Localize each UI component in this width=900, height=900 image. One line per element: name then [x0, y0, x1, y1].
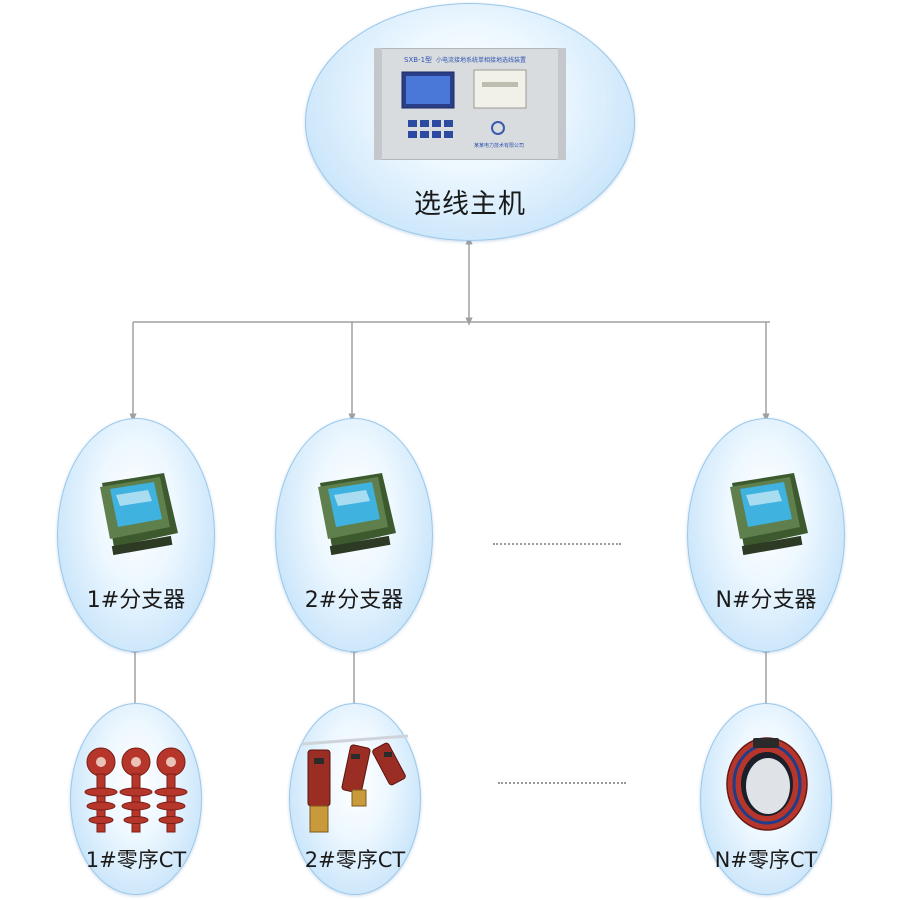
insulator-ct-icon [81, 744, 191, 840]
branch-unit-icon [312, 469, 398, 563]
branch-ellipsis [493, 543, 621, 545]
ct-label-2: 2#零序CT [304, 848, 406, 872]
epoxy-ct-icon [298, 732, 412, 840]
host-device-subtitle: 小电流接地系统单相接地选线装置 [436, 57, 527, 64]
ct-label-1: 1#零序CT [85, 848, 187, 872]
ct-ellipsis [498, 782, 626, 784]
ct-label-n: N#零序CT [714, 848, 818, 872]
ct-node-1: 1#零序CT [70, 703, 202, 895]
branch-node-1: 1#分支器 [57, 418, 215, 652]
host-node: SXB-1型 小电流接地系统单相接地选线装置 某某电力技术有限公司 选线主机 [305, 3, 635, 241]
host-device-maker: 某某电力技术有限公司 [474, 143, 525, 149]
branch-label-2: 2#分支器 [304, 588, 404, 613]
ct-node-n: N#零序CT [700, 703, 832, 895]
branch-unit-icon [94, 469, 180, 563]
host-device-title: SXB-1型 [404, 56, 433, 64]
branch-label-n: N#分支器 [715, 588, 817, 613]
host-device-image: SXB-1型 小电流接地系统单相接地选线装置 某某电力技术有限公司 [373, 47, 567, 161]
branch-unit-icon [724, 469, 810, 563]
host-label: 选线主机 [414, 189, 526, 220]
ct-node-2: 2#零序CT [289, 703, 421, 895]
ring-ct-icon [723, 732, 811, 836]
branch-node-n: N#分支器 [687, 418, 845, 652]
branch-node-2: 2#分支器 [275, 418, 433, 652]
branch-label-1: 1#分支器 [86, 588, 186, 613]
